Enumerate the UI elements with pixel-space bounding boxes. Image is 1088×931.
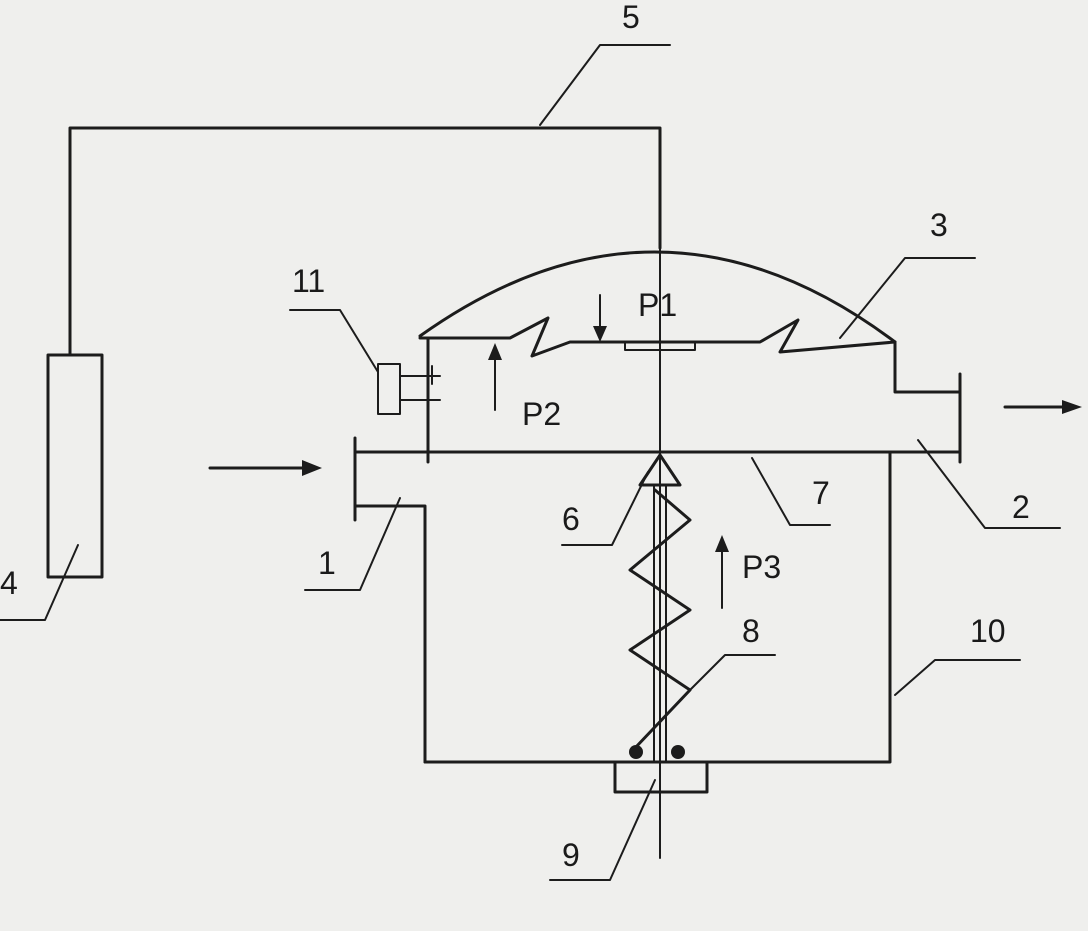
label-1: 1 <box>318 545 336 581</box>
diaphragm-3 <box>418 316 897 358</box>
sensing-element-4 <box>46 353 104 579</box>
p1-arrowhead <box>593 326 607 342</box>
leader-5 <box>539 44 671 126</box>
adjust-screw-stem <box>399 365 441 401</box>
label-7: 7 <box>812 475 830 511</box>
leader-11 <box>289 309 379 373</box>
lower-body-10 <box>423 450 892 764</box>
label-p1: P1 <box>638 287 677 323</box>
spring-seat-dot-right <box>671 745 685 759</box>
label-3: 3 <box>930 207 948 243</box>
p3-arrowhead <box>715 535 729 552</box>
leader-1 <box>304 497 401 591</box>
upper-chamber-right-wall <box>893 340 962 394</box>
leader-6 <box>561 471 649 546</box>
label-9: 9 <box>562 837 580 873</box>
label-8: 8 <box>742 613 760 649</box>
label-2: 2 <box>1012 489 1030 525</box>
outlet-arrowhead <box>1062 400 1082 414</box>
valve-cone-6 <box>638 453 682 487</box>
leader-8 <box>689 654 776 691</box>
diaphragm-plate <box>624 341 696 351</box>
adjust-screw-11 <box>377 363 401 415</box>
label-6: 6 <box>562 501 580 537</box>
label-5: 5 <box>622 0 640 35</box>
impulse-line-5 <box>68 126 662 357</box>
label-4: 4 <box>0 565 18 601</box>
inlet-arrowhead <box>302 460 322 476</box>
bottom-nut-9 <box>613 760 709 794</box>
label-p2: P2 <box>522 396 561 432</box>
leader-7 <box>751 457 831 526</box>
lower-body-left-wall <box>353 504 427 764</box>
spring-seat-dot-left <box>629 745 643 759</box>
leader-2 <box>917 439 1061 529</box>
label-11: 11 <box>292 263 325 299</box>
label-p3: P3 <box>742 549 781 585</box>
dome-cover <box>418 250 897 344</box>
leader-3 <box>839 257 976 339</box>
leader-4 <box>0 544 79 621</box>
p2-arrowhead <box>488 343 502 360</box>
leader-10 <box>894 659 1021 696</box>
leader-9 <box>549 779 656 881</box>
label-10: 10 <box>970 613 1006 649</box>
